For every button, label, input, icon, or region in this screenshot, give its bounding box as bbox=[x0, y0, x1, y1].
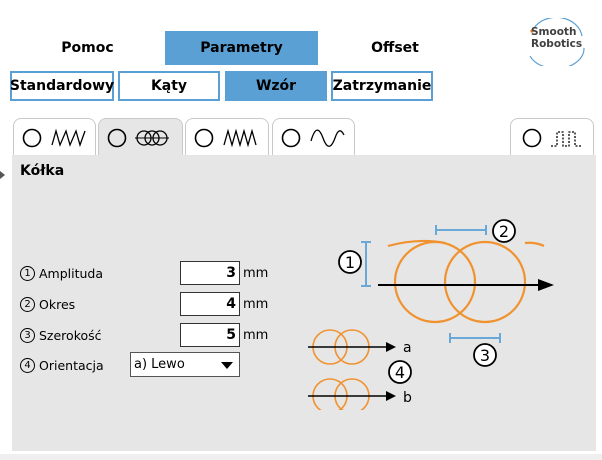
marker-2: 2 bbox=[499, 222, 509, 241]
pattern-tab-square[interactable] bbox=[510, 118, 594, 156]
side-handle-icon[interactable] bbox=[0, 168, 6, 182]
tab-offset-label: Offset bbox=[371, 40, 419, 56]
pattern-tab-circles[interactable] bbox=[98, 118, 183, 156]
logo-line1: Smooth bbox=[531, 26, 577, 38]
period-label: Okres bbox=[39, 297, 76, 312]
smooth-robotics-logo: Smooth Robotics bbox=[526, 18, 588, 66]
subtab-standard[interactable]: Standardowy bbox=[10, 71, 114, 101]
orientation-label: Orientacja bbox=[39, 358, 104, 373]
marker-1: 1 bbox=[345, 253, 355, 272]
square-wave-icon bbox=[522, 128, 581, 148]
subtab-pattern-label: Wzór bbox=[255, 78, 297, 94]
zigzag-wave-icon bbox=[22, 128, 86, 148]
logo-line2: Robotics bbox=[531, 38, 583, 50]
tab-offset[interactable]: Offset bbox=[325, 31, 465, 65]
subtab-angles-label: Kąty bbox=[150, 78, 188, 94]
orientation-a-pattern bbox=[308, 329, 396, 365]
tab-parameters-label: Parametry bbox=[200, 40, 283, 56]
pattern-tab-triangle[interactable] bbox=[185, 118, 269, 156]
subtab-stop[interactable]: Zatrzymanie bbox=[331, 71, 433, 101]
circles-icon bbox=[107, 128, 169, 148]
width-unit: mm bbox=[243, 328, 269, 343]
width-field[interactable]: 5 bbox=[180, 323, 240, 347]
param-number-3: 3 bbox=[20, 328, 35, 343]
panel-title: Kółka bbox=[20, 163, 65, 179]
triangle-wave-icon bbox=[194, 128, 257, 148]
bottom-divider bbox=[0, 454, 602, 460]
param-number-1: 1 bbox=[20, 266, 35, 281]
orientation-a-label: a bbox=[403, 340, 412, 356]
period-unit: mm bbox=[243, 297, 269, 312]
circles-pattern-diagram: 1 2 3 4 a b bbox=[308, 219, 554, 410]
sine-wave-icon bbox=[281, 128, 345, 148]
marker-2-circle bbox=[492, 219, 516, 243]
chevron-down-icon bbox=[221, 362, 233, 369]
amplitude-label: Amplituda bbox=[39, 266, 104, 281]
logo-swoosh bbox=[529, 18, 585, 66]
subtab-stop-label: Zatrzymanie bbox=[332, 78, 432, 94]
tab-parameters[interactable]: Parametry bbox=[165, 31, 318, 65]
subtab-angles[interactable]: Kąty bbox=[118, 71, 220, 101]
amplitude-field[interactable]: 3 bbox=[180, 261, 240, 285]
orientation-b-pattern bbox=[308, 378, 396, 410]
orientation-value: a) Lewo bbox=[134, 357, 185, 372]
param-number-4: 4 bbox=[20, 358, 35, 373]
period-field[interactable]: 4 bbox=[180, 292, 240, 316]
marker-4-circle bbox=[388, 360, 412, 384]
pattern-settings-panel bbox=[12, 155, 596, 451]
param-number-2: 2 bbox=[20, 297, 35, 312]
pattern-tab-zigzag[interactable] bbox=[13, 118, 96, 156]
orientation-select[interactable]: a) Lewo bbox=[130, 352, 240, 377]
marker-3-circle bbox=[473, 343, 497, 367]
width-label: Szerokość bbox=[39, 328, 102, 343]
orientation-b-label: b bbox=[403, 390, 412, 406]
marker-4: 4 bbox=[395, 363, 405, 382]
main-pattern bbox=[361, 225, 554, 343]
amplitude-unit: mm bbox=[243, 266, 269, 281]
pattern-tab-sine[interactable] bbox=[272, 118, 355, 156]
subtab-standard-label: Standardowy bbox=[9, 78, 115, 94]
subtab-pattern[interactable]: Wzór bbox=[225, 71, 327, 101]
marker-1-circle bbox=[338, 250, 362, 274]
tab-help[interactable]: Pomoc bbox=[20, 31, 155, 65]
marker-3: 3 bbox=[480, 346, 490, 365]
tab-help-label: Pomoc bbox=[61, 40, 114, 56]
